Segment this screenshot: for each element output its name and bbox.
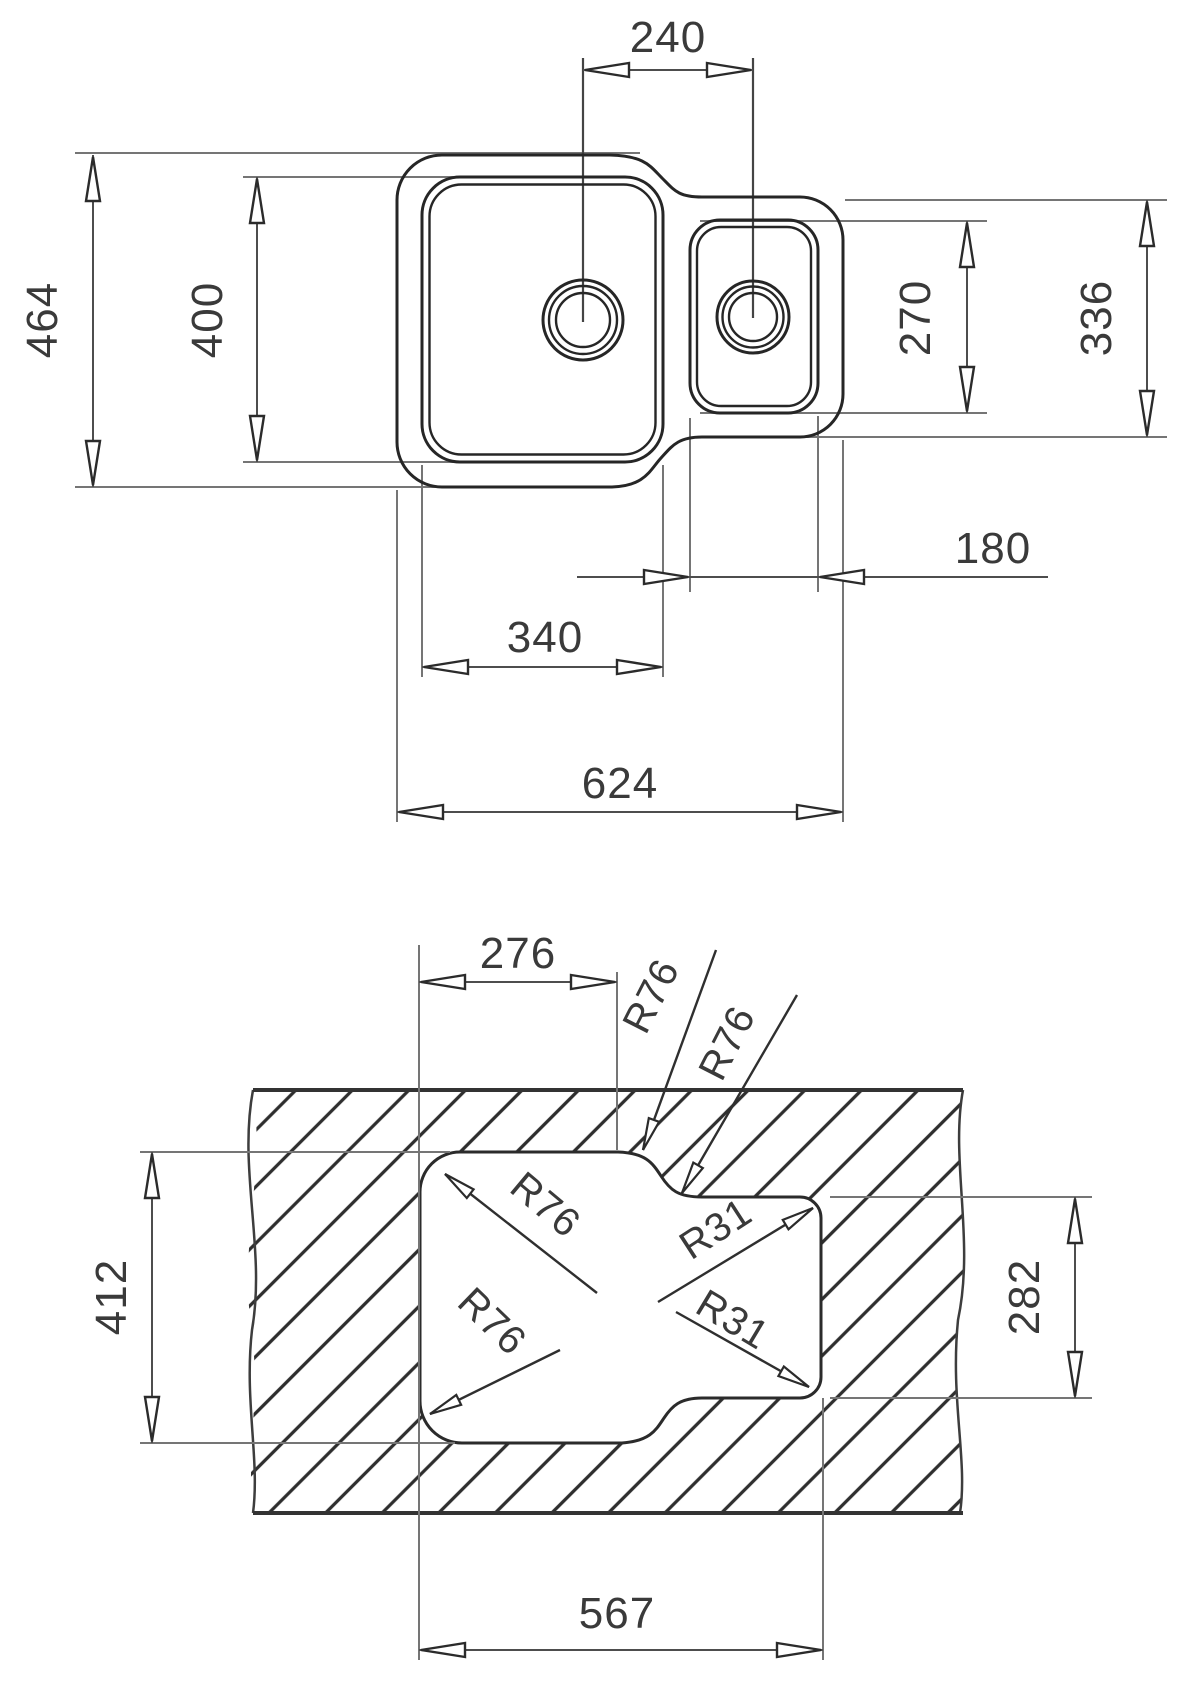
dim-276-label: 276 bbox=[480, 929, 556, 978]
main-bowl-outline bbox=[420, 175, 665, 464]
dimension-main-bowl-width: 340 bbox=[422, 613, 663, 676]
radius-r76-bottom-left-label: R76 bbox=[449, 1279, 535, 1364]
dimension-right-cutout-depth: 282 bbox=[1000, 1197, 1084, 1398]
dimension-bowl-centers: 240 bbox=[583, 13, 753, 79]
radius-callout-main-bottom-left: R76 bbox=[429, 1279, 561, 1416]
radius-callout-main-top-left: R76 bbox=[444, 1164, 598, 1294]
dim-624-label: 624 bbox=[582, 759, 658, 808]
radius-r76-step1-label: R76 bbox=[614, 952, 688, 1040]
dim-270-label: 270 bbox=[891, 280, 940, 356]
dimension-half-bowl-depth: 270 bbox=[891, 221, 976, 413]
dim-567-label: 567 bbox=[579, 1589, 655, 1638]
radius-r31-top-right-label: R31 bbox=[672, 1190, 760, 1269]
radius-callout-small-top-right: R31 bbox=[657, 1190, 814, 1304]
radius-callout-small-bottom-right: R31 bbox=[675, 1281, 810, 1389]
dimension-main-bowl-depth: 400 bbox=[183, 177, 266, 462]
radius-r31-bottom-right-label: R31 bbox=[689, 1281, 777, 1358]
radius-r76-step2-label: R76 bbox=[690, 999, 764, 1087]
radius-r76-top-left-label: R76 bbox=[502, 1164, 589, 1247]
dim-240-label: 240 bbox=[630, 13, 706, 62]
dim-336-label: 336 bbox=[1072, 280, 1121, 356]
cutout-view: 276 412 282 567 R76 bbox=[87, 929, 1092, 1660]
dim-412-label: 412 bbox=[87, 1259, 136, 1335]
dimension-half-bowl-width: 180 bbox=[577, 524, 1048, 586]
cutout-outline bbox=[418, 1150, 823, 1445]
dim-340-label: 340 bbox=[507, 613, 583, 662]
worktop-right-break-edge bbox=[954, 1089, 966, 1514]
dimension-cutout-depth: 412 bbox=[87, 1152, 161, 1443]
dim-282-label: 282 bbox=[1000, 1259, 1049, 1335]
dimension-cutout-width: 567 bbox=[419, 1589, 823, 1659]
worktop-left-break-edge bbox=[247, 1089, 258, 1514]
sink-outer-rim-outline bbox=[395, 153, 845, 489]
dim-180-label: 180 bbox=[955, 524, 1031, 573]
main-drain bbox=[541, 278, 625, 362]
dimension-half-bowl-outer-depth: 336 bbox=[1072, 200, 1156, 437]
cutout-extension-lines bbox=[140, 945, 1092, 1660]
dim-400-label: 400 bbox=[183, 282, 232, 358]
half-drain bbox=[715, 279, 791, 355]
dim-464-label: 464 bbox=[18, 282, 67, 358]
dimension-overall-depth: 464 bbox=[18, 155, 102, 487]
dimension-overall-width: 624 bbox=[397, 759, 843, 821]
half-bowl-outline bbox=[688, 218, 820, 415]
top-view: 240 464 400 270 336 bbox=[18, 13, 1167, 822]
dimension-left-section-width: 276 bbox=[419, 929, 617, 991]
